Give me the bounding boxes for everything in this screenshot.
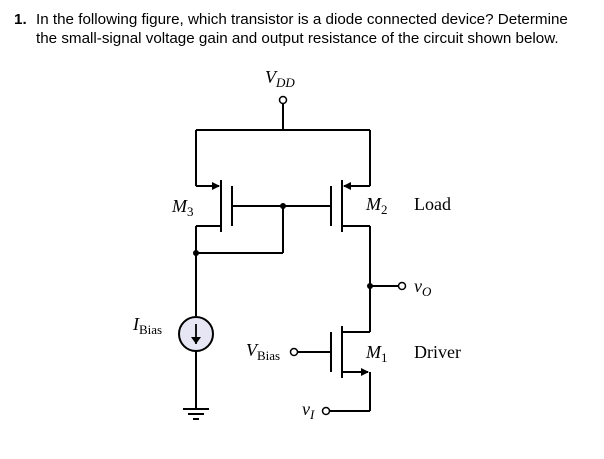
transistor-m3 [195, 130, 331, 316]
output-terminal [397, 281, 407, 291]
vo-label: vO [414, 276, 432, 299]
driver-label: Driver [414, 342, 461, 362]
vi-terminal [321, 406, 331, 416]
question-line-2: the small-signal voltage gain and output… [36, 30, 559, 47]
m3-label: M3 [171, 196, 194, 219]
load-label: Load [414, 194, 451, 214]
ground-icon [183, 408, 209, 420]
vdd-terminal [278, 95, 288, 105]
vi-label: vI [302, 399, 315, 422]
m2-label: M2 [365, 194, 388, 217]
transistor-m2 [330, 130, 371, 331]
vbias-terminal [289, 347, 299, 357]
current-source-ibias [178, 316, 214, 408]
m1-label: M1 [365, 342, 388, 365]
m3-drain-junction [193, 250, 199, 256]
vdd-label: VDD [265, 67, 295, 90]
question-number: 1. [14, 11, 27, 28]
transistor-m1 [298, 326, 371, 411]
question-line-1: In the following figure, which transisto… [36, 11, 568, 28]
vbias-label: VBias [246, 340, 280, 363]
question-text: 1. In the following figure, which transis… [14, 10, 600, 48]
ibias-label: IBias [132, 314, 162, 337]
